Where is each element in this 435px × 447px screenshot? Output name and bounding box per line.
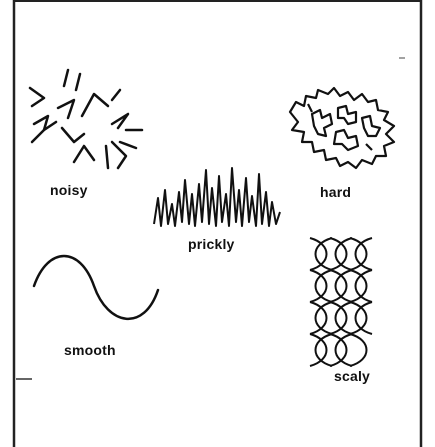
scaly-arc xyxy=(310,302,327,334)
noisy-stroke xyxy=(34,116,56,130)
scaly-arc xyxy=(316,270,333,302)
noisy-glyph xyxy=(22,64,162,180)
scaly-arc xyxy=(310,270,327,302)
label-prickly: prickly xyxy=(188,236,235,252)
label-noisy: noisy xyxy=(50,182,88,198)
scaly-arc xyxy=(336,334,353,366)
scaly-arc xyxy=(330,302,347,334)
scaly-arc xyxy=(316,334,333,366)
noisy-stroke xyxy=(112,142,126,168)
scaly-arc xyxy=(336,302,353,334)
hard-inner xyxy=(362,116,380,136)
noisy-stroke xyxy=(64,70,68,86)
scaly-arc xyxy=(316,302,333,334)
hard-inner xyxy=(312,110,332,136)
scaly-arc xyxy=(330,334,347,366)
scaly-arc xyxy=(310,238,327,270)
hard-glyph xyxy=(282,84,406,170)
noisy-stroke xyxy=(62,128,84,142)
scaly-arc xyxy=(356,302,373,334)
hard-inner xyxy=(338,106,356,124)
scaly-arc xyxy=(330,238,347,270)
scaly-arc xyxy=(316,238,333,270)
prickly-glyph xyxy=(150,164,284,234)
noisy-stroke xyxy=(120,142,136,148)
scaly-arc xyxy=(330,270,347,302)
scaly-arc xyxy=(350,270,367,302)
label-scaly: scaly xyxy=(334,368,370,384)
scaly-arc xyxy=(350,334,367,366)
noisy-stroke xyxy=(74,146,94,162)
scaly-arc xyxy=(356,270,373,302)
label-smooth: smooth xyxy=(64,342,116,358)
noisy-stroke xyxy=(82,94,108,116)
label-hard: hard xyxy=(320,184,351,200)
smooth-glyph xyxy=(28,246,168,330)
smooth-wave xyxy=(34,256,158,319)
scaly-arc xyxy=(336,270,353,302)
noisy-stroke xyxy=(106,146,108,168)
noisy-stroke xyxy=(58,100,74,118)
hard-inner xyxy=(334,130,358,150)
scaly-arc xyxy=(336,238,353,270)
noisy-stroke xyxy=(30,88,44,106)
scaly-arc xyxy=(350,302,367,334)
scaly-arc xyxy=(310,334,327,366)
scaly-glyph xyxy=(302,234,382,370)
noisy-stroke xyxy=(112,90,120,100)
scaly-arc xyxy=(350,238,367,270)
noisy-stroke xyxy=(112,114,128,128)
scaly-arc xyxy=(356,238,373,270)
prickly-spikes xyxy=(154,168,280,226)
noisy-stroke xyxy=(32,130,44,142)
hard-inner xyxy=(308,104,312,112)
noisy-stroke xyxy=(76,74,80,90)
hard-inner xyxy=(366,144,372,150)
